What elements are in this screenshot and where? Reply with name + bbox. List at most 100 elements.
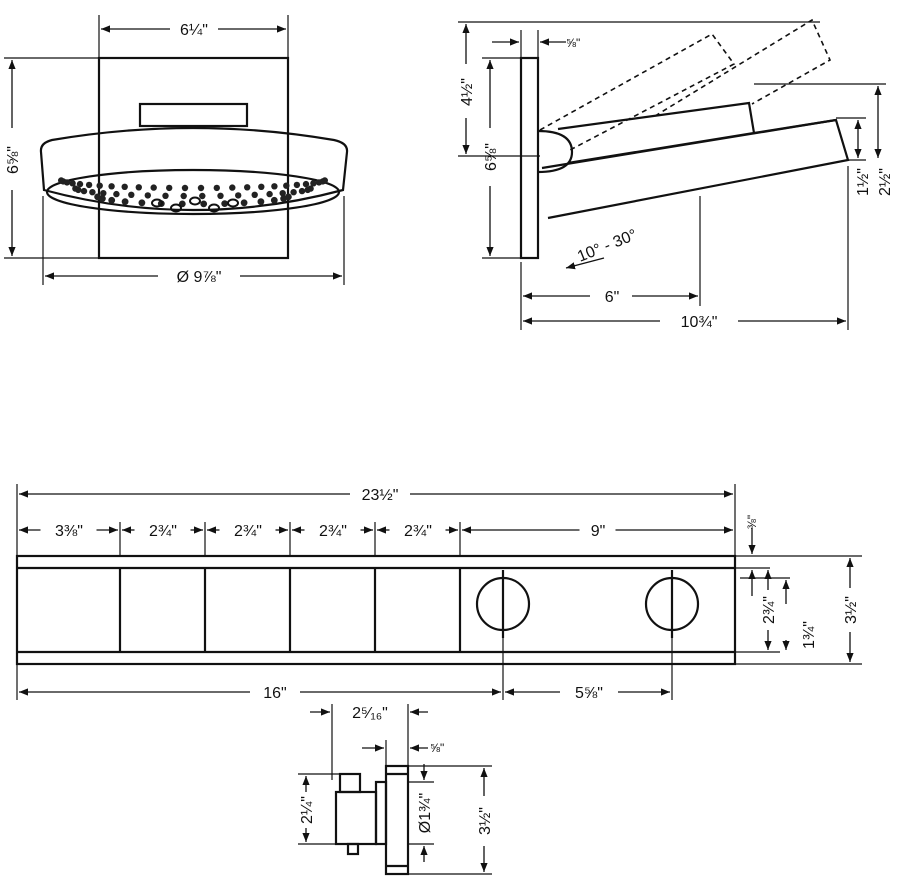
left-offset-label: 16"	[263, 685, 286, 702]
segment-label: 9"	[591, 523, 606, 540]
thermo-side-plate-label: ⅝"	[430, 741, 444, 755]
nozzle	[290, 189, 297, 196]
nozzle	[162, 192, 169, 199]
side-head-thickness-label: 1½"	[855, 168, 872, 196]
side-upper-height-label: 4½"	[459, 78, 476, 106]
nozzle	[76, 180, 84, 188]
spray-face	[45, 168, 341, 216]
nozzle	[135, 184, 142, 191]
nozzle	[200, 200, 208, 208]
nozzle	[279, 190, 286, 197]
inner-height-label: 2¾"	[761, 596, 778, 624]
nozzle	[257, 198, 265, 206]
side-collar	[374, 780, 388, 846]
nozzle	[199, 192, 206, 200]
nozzle	[251, 191, 258, 198]
nozzle	[121, 183, 128, 190]
side-wall-plate	[519, 56, 540, 260]
side-plate-height-label: 6⅝"	[483, 143, 500, 171]
front-height-label: 6⅝"	[5, 146, 22, 174]
nozzle	[307, 185, 314, 192]
tilt-position-head	[654, 18, 832, 117]
side-plate-depth-label: ⅝"	[566, 36, 580, 50]
nozzle	[108, 196, 116, 204]
tilt-position-arm	[539, 32, 736, 151]
nozzle	[221, 200, 229, 208]
arm-connector	[138, 102, 249, 128]
side-valve-body	[334, 790, 378, 846]
nozzle	[181, 184, 189, 192]
shower-head-front-view: 6¼" 6⅝" Ø 9⅞"	[4, 15, 349, 286]
nozzle	[283, 182, 290, 189]
side-arm-label: 6"	[605, 289, 620, 306]
nozzle	[150, 184, 157, 191]
center-nozzle	[208, 203, 220, 213]
shower-head-side-view: ⅝" 4½" 6⅝" 1½" 2½" 10° - 30° 6" 10¾"	[458, 18, 894, 331]
thermostat-side-view: 2⁵⁄₁₆" ⅝" 2¼" Ø1¾" 3½"	[298, 704, 494, 876]
shower-arm	[557, 101, 756, 165]
nozzle	[113, 190, 120, 198]
thermo-side-height-label: 3½"	[477, 807, 494, 835]
thermo-side-body-label: 2¼"	[299, 796, 316, 824]
nozzle	[85, 181, 93, 189]
shower-head-body	[541, 118, 850, 220]
nozzle	[121, 198, 129, 206]
nozzle	[197, 184, 205, 192]
nozzle	[298, 187, 306, 195]
nozzle	[285, 193, 292, 201]
nozzle	[321, 177, 328, 184]
segment-label: 2¾"	[234, 523, 262, 540]
nozzle	[138, 199, 146, 207]
nozzle	[89, 189, 96, 196]
nozzle	[69, 180, 76, 187]
center-nozzle	[227, 198, 239, 208]
thermo-side-depth-label: 2⁵⁄₁₆"	[352, 705, 388, 722]
nozzle	[310, 180, 317, 187]
total-width-label: 23½"	[362, 487, 399, 504]
nozzle	[63, 179, 71, 186]
side-outlet	[346, 842, 360, 856]
thermo-side-diameter-label: Ø1¾"	[417, 793, 434, 833]
nozzle	[213, 184, 220, 192]
nozzle	[100, 190, 107, 197]
nozzle	[144, 192, 151, 199]
center-nozzle	[170, 203, 182, 213]
nozzle	[240, 199, 248, 207]
side-trim-plate	[384, 764, 410, 876]
nozzle	[108, 183, 115, 190]
nozzle	[293, 181, 301, 189]
segment-label: 2¾"	[404, 523, 432, 540]
ball-joint	[537, 129, 574, 174]
nozzle	[80, 187, 88, 195]
spray-nozzles	[58, 177, 328, 213]
nozzle	[266, 190, 273, 198]
segment-label: 3⅜"	[55, 523, 83, 540]
knob-height-label: 1¾"	[801, 621, 818, 649]
nozzle	[229, 184, 236, 191]
nozzle	[258, 183, 265, 190]
top-offset-label: ⅜"	[745, 515, 759, 529]
trim-plate	[15, 554, 737, 666]
side-tilt-label: 10° - 30°	[575, 226, 639, 265]
side-inlet	[338, 772, 362, 794]
center-nozzle	[189, 196, 201, 206]
nozzle	[128, 191, 135, 198]
segment-label: 2¾"	[149, 523, 177, 540]
total-height-label: 3½"	[843, 596, 860, 624]
nozzle	[99, 195, 106, 203]
front-diameter-label: Ø 9⅞"	[177, 269, 222, 286]
nozzle	[217, 192, 224, 199]
nozzle	[271, 183, 278, 190]
knob-spacing-label: 5⅝"	[575, 685, 603, 702]
nozzle	[166, 184, 173, 192]
segment-label: 2¾"	[319, 523, 347, 540]
nozzle	[96, 182, 103, 189]
nozzle	[75, 186, 82, 194]
wall-plate	[97, 56, 290, 260]
center-nozzle	[151, 198, 163, 208]
nozzle	[244, 184, 251, 191]
nozzle	[270, 196, 278, 204]
shower-disc	[39, 126, 349, 212]
thermostat-front-view: 23½" 3⅜" 2¾" 2¾" 2¾" 2¾" 9" ⅜" 2¾" 1¾" 3…	[15, 484, 862, 702]
